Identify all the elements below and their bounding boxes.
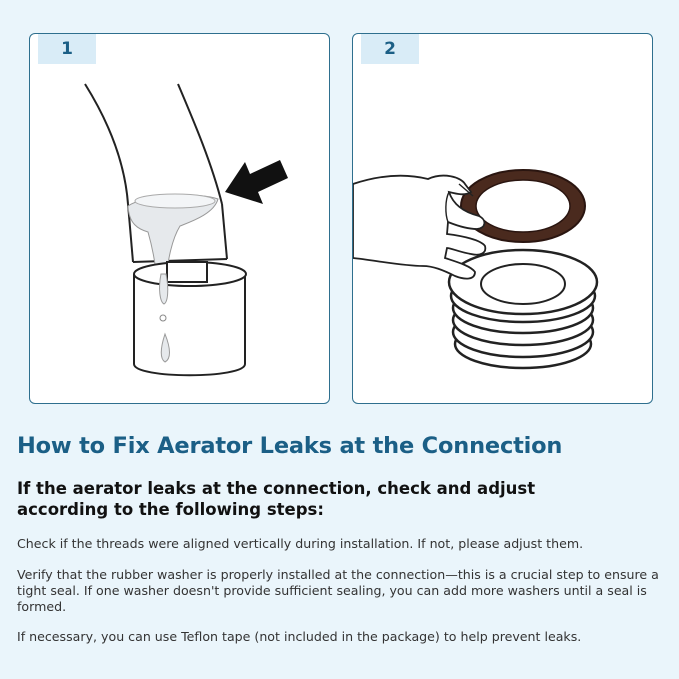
step-1-panel: 1 [29, 33, 330, 404]
page-title: How to Fix Aerator Leaks at the Connecti… [17, 433, 563, 459]
faucet-leak-illustration [84, 83, 288, 377]
instructions-intro: If the aerator leaks at the connection, … [17, 479, 536, 519]
washer-install-illustration [353, 169, 599, 370]
step-number-badge: 1 [38, 34, 96, 64]
step-2-panel: 2 [352, 33, 653, 404]
instruction-paragraph: Verify that the rubber washer is properl… [17, 567, 659, 614]
instruction-paragraph: If necessary, you can use Teflon tape (n… [17, 629, 582, 644]
step-number-badge: 2 [361, 34, 419, 64]
instruction-paragraph: Check if the threads were aligned vertic… [17, 536, 584, 551]
